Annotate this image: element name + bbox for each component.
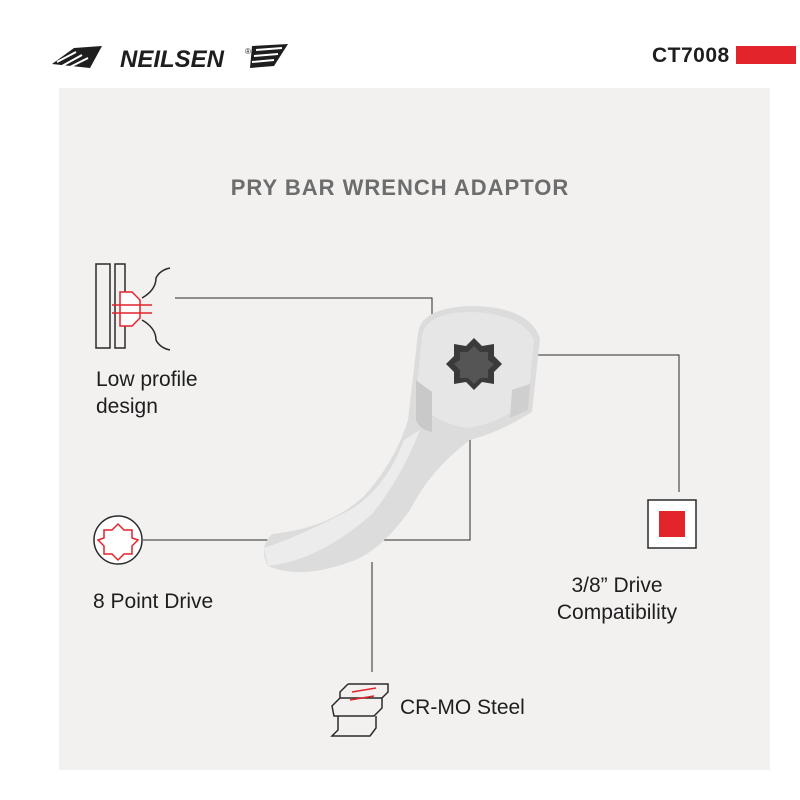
steel-beam-icon <box>330 683 389 737</box>
feature-8-point-line1: 8 Point Drive <box>93 590 214 613</box>
wrench-adaptor-image <box>263 306 540 573</box>
code-accent-bar <box>736 46 796 64</box>
low-profile-clamp-icon <box>95 263 171 351</box>
feature-low-profile: Low profile design <box>96 366 198 420</box>
product-title: PRY BAR WRENCH ADAPTOR <box>230 175 570 200</box>
feature-drive-compatibility: 3/8” Drive Compatibility <box>528 572 706 626</box>
feature-low-profile-line1: Low profile <box>96 368 198 391</box>
checkered-wing-icon <box>52 44 288 69</box>
feature-drive-line2: Compatibility <box>556 601 678 624</box>
neilsen-logo: NEILSEN ® <box>52 44 288 73</box>
logo-wordmark: NEILSEN <box>120 46 225 73</box>
feature-cr-mo-steel: CR-MO Steel <box>400 694 525 721</box>
eight-point-socket-hole <box>446 338 502 390</box>
feature-8-point-drive: 8 Point Drive <box>93 588 213 615</box>
square-drive-icon <box>647 499 697 549</box>
feature-drive-line1: 3/8” Drive <box>571 574 663 597</box>
header: NEILSEN ® CT7008 <box>0 0 800 86</box>
feature-low-profile-line2: design <box>96 395 158 418</box>
registered-mark: ® <box>245 47 251 56</box>
feature-steel-line1: CR-MO Steel <box>400 696 525 719</box>
product-code: CT7008 <box>652 44 730 67</box>
eight-point-socket-icon <box>93 515 143 565</box>
